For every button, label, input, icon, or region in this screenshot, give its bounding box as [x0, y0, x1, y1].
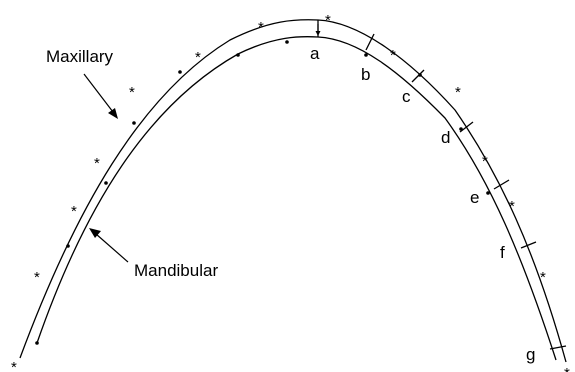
marker-asterisk: *: [11, 359, 17, 372]
segment-label-g: g: [526, 345, 535, 364]
marker-asterisk: *: [564, 365, 570, 372]
marker-asterisk: *: [325, 12, 331, 29]
marker-asterisk: *: [34, 269, 40, 286]
segment-label-f: f: [500, 243, 505, 262]
segment-label-c: c: [402, 87, 411, 106]
segment-tick-b: [365, 33, 375, 51]
segment-label-d: d: [441, 128, 450, 147]
marker-dot: [236, 53, 240, 57]
marker-dot: [178, 70, 182, 74]
maxillary-pointer-line: [83, 73, 114, 113]
segment-a-arrowhead: [315, 31, 321, 36]
maxillary-label: Maxillary: [46, 47, 114, 66]
marker-asterisk: *: [540, 269, 546, 286]
marker-asterisk: *: [390, 47, 396, 64]
segment-label-b: b: [361, 65, 370, 84]
segment-tick-g: [549, 345, 567, 350]
marker-dot: [364, 53, 368, 57]
marker-asterisk: *: [94, 155, 100, 172]
marker-dot: [66, 244, 70, 248]
mandibular-pointer-arrowhead: [89, 228, 101, 238]
segment-label-a: a: [310, 44, 320, 63]
marker-dot: [285, 40, 289, 44]
segment-tick-f: [520, 241, 537, 249]
marker-asterisk: *: [71, 203, 77, 220]
marker-asterisk: *: [195, 49, 201, 66]
marker-asterisk: *: [509, 198, 515, 215]
marker-dot: [459, 127, 463, 131]
marker-asterisk: *: [455, 84, 461, 101]
segment-label-e: e: [470, 188, 479, 207]
marker-dot: [132, 121, 136, 125]
segment-tick-c: [411, 69, 425, 83]
marker-asterisk: *: [129, 84, 135, 101]
maxillary-arch-curve: [19, 19, 567, 363]
marker-dot: [35, 341, 39, 345]
marker-dot: [418, 73, 422, 77]
marker-asterisk: *: [482, 153, 488, 170]
maxillary-pointer-arrowhead: [108, 108, 118, 119]
marker-dot: [486, 191, 490, 195]
segment-tick-e: [493, 179, 510, 190]
mandibular-label: Mandibular: [134, 261, 218, 280]
mandibular-pointer-line: [95, 233, 129, 263]
marker-dot: [104, 181, 108, 185]
marker-asterisk: *: [258, 19, 264, 36]
